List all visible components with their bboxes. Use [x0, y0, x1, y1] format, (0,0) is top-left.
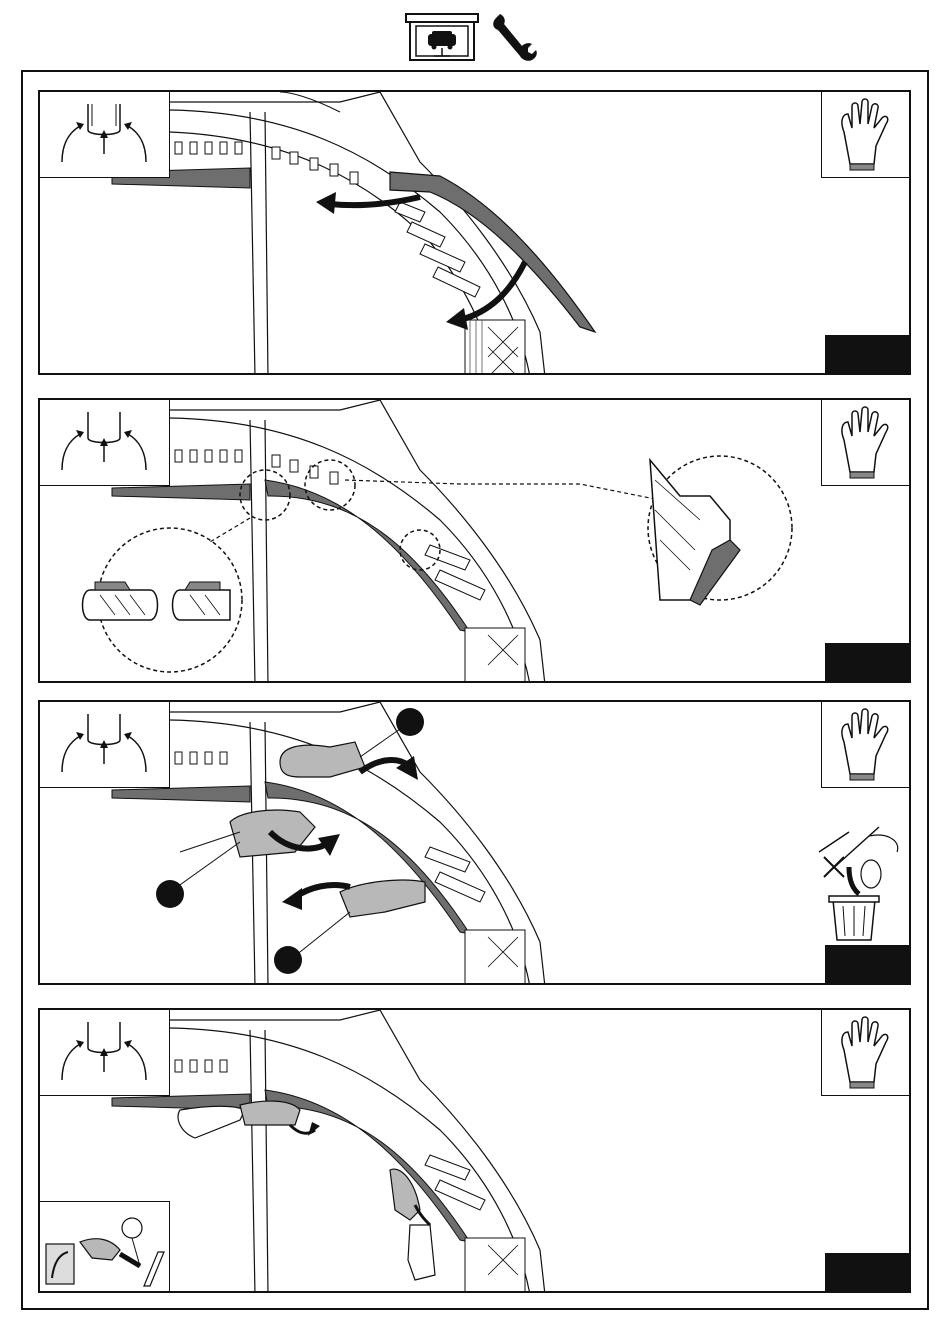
trim-removal-illustration — [40, 92, 911, 375]
step-number-tab — [825, 945, 909, 983]
apply-pressure-tool-icon — [40, 1201, 170, 1291]
open-door-icon — [40, 400, 170, 486]
open-door-icon — [40, 92, 170, 178]
trim-position-illustration — [40, 400, 911, 683]
open-door-icon — [40, 702, 170, 788]
trim-press-illustration — [40, 702, 911, 985]
glove-icon — [821, 702, 909, 788]
glove-icon — [821, 1010, 909, 1096]
step-number-tab — [825, 643, 909, 681]
step-panel-3 — [38, 700, 911, 985]
garage-lift-icon — [406, 14, 478, 60]
dispose-in-bin-icon — [809, 822, 905, 942]
callout-dot-2 — [156, 880, 184, 908]
header-icons — [0, 0, 950, 70]
glove-icon — [821, 92, 909, 178]
step-number-tab — [825, 335, 909, 373]
step-panel-1 — [38, 90, 911, 375]
step-panel-4 — [38, 1008, 911, 1293]
step-panel-2 — [38, 398, 911, 683]
trim-roller-illustration — [40, 1010, 911, 1293]
step-number-tab — [825, 1253, 909, 1291]
callout-dot-3 — [274, 946, 302, 974]
wrench-icon — [493, 14, 537, 61]
glove-icon — [821, 400, 909, 486]
open-door-icon — [40, 1010, 170, 1096]
callout-dot-1 — [396, 708, 424, 736]
